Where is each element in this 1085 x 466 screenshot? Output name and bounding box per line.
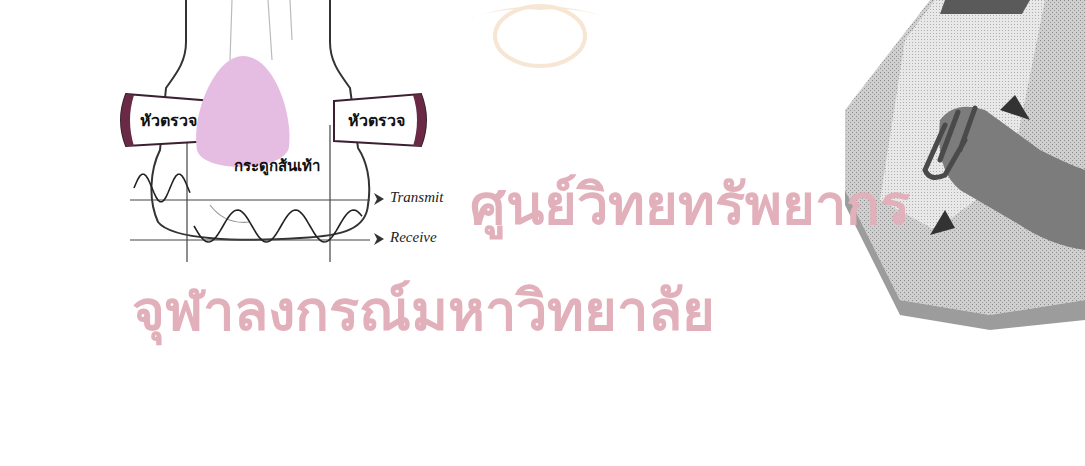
probe-head: หัวตรวจ: [334, 92, 431, 148]
device-photo: [845, 0, 1085, 330]
watermark: จุฬาลงกรณ์มหาวิทยาลัย: [132, 266, 715, 355]
bone-fill: [196, 56, 289, 167]
bone-label: กระดูกส้นเท้า: [234, 154, 320, 178]
signal-label: Transmit: [390, 189, 443, 206]
watermark-emblem: [470, 6, 610, 66]
probe-label: หัวตรวจ: [140, 108, 197, 133]
baseline: [130, 200, 370, 201]
reference-line: [186, 125, 187, 262]
leg-bone: [230, 0, 292, 60]
bullet-arrow: [374, 233, 384, 245]
probe-tip: [121, 94, 134, 146]
bullet-arrow: [374, 193, 384, 205]
watermark: ศูนย์วิทยทรัพยากร: [470, 160, 910, 249]
transmit-wave: [134, 174, 190, 202]
heel-bone: กระดูกส้นเท้า: [192, 52, 322, 180]
reference-line: [329, 125, 330, 262]
probe-body: [334, 94, 426, 146]
probe-label: หัวตรวจ: [348, 108, 405, 133]
signal-label: Receive: [390, 229, 437, 246]
receive-wave: [194, 210, 362, 242]
baseline: [130, 240, 370, 241]
probe-tip: [413, 94, 426, 146]
